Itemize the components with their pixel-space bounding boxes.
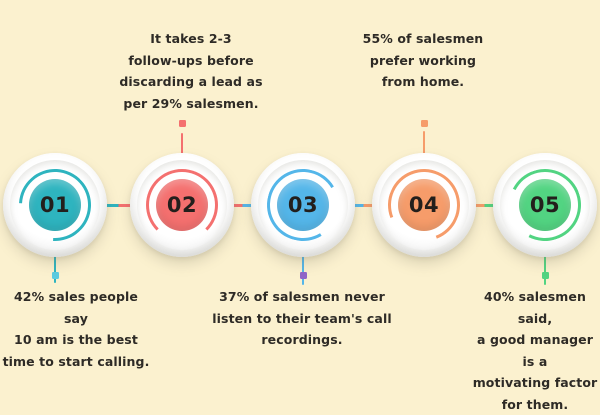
infographic-canvas: 01 02 03 04 05 42% sales people say 10 am is … [2,31,598,412]
leader-endpoint-05 [541,272,549,279]
step-node-02[interactable]: 02 [130,153,234,257]
leader-endpoint-01 [51,272,59,279]
connector-02-to-03 [208,203,277,207]
step-number-02: 02 [156,179,208,231]
progress-arc-02 [146,169,218,241]
step-number-01: 01 [29,179,81,231]
leader-endpoint-04 [420,120,428,127]
connector-03-to-04 [329,203,398,207]
leader-endpoint-02 [178,120,186,127]
step-number-03: 03 [277,179,329,231]
step-number-04: 04 [398,179,450,231]
step-caption-04: 55% of salesmen prefer working from home… [362,31,484,89]
step-node-01[interactable]: 01 [3,153,107,257]
step-node-03[interactable]: 03 [251,153,355,257]
connector-01-to-02 [81,203,156,207]
step-caption-01: 42% sales people say 10 am is the best t… [2,289,150,369]
step-node-05[interactable]: 05 [493,153,597,257]
step-caption-02: It takes 2-3 follow-ups before discardin… [119,31,263,111]
connector-04-to-05 [450,203,519,207]
leader-endpoint-03 [299,272,307,279]
step-node-04[interactable]: 04 [372,153,476,257]
step-caption-03: 37% of salesmen never listen to their te… [212,289,392,347]
step-number-05: 05 [519,179,571,231]
step-caption-05: 40% salesmen said, a good manager is a m… [472,289,598,412]
